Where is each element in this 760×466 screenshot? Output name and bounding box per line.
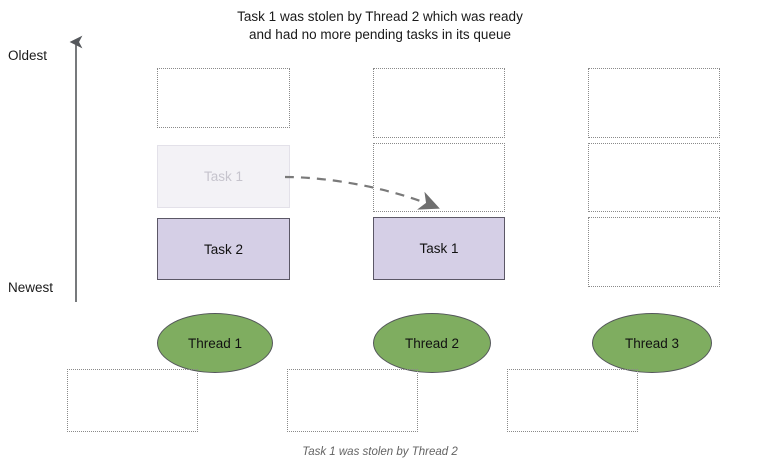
task-card-label: Task 1 [203, 169, 244, 184]
task-card[interactable]: Task 1 [373, 217, 505, 280]
thread-node[interactable]: Thread 1 [157, 313, 273, 373]
queue-slot-empty [157, 68, 290, 128]
queue-slot-empty [373, 143, 505, 212]
queue-slot-empty [588, 68, 720, 138]
queue-slot-empty [588, 143, 720, 212]
task-card[interactable]: Task 2 [157, 218, 290, 280]
queue-slot-empty [588, 217, 720, 287]
thread-label: Thread 3 [624, 335, 680, 351]
queue-slot-empty [507, 369, 638, 432]
queue-slot-empty [67, 369, 198, 432]
axis-label-newest: Newest [8, 280, 54, 295]
diagram-title: Task 1 was stolen by Thread 2 which was … [237, 9, 523, 42]
task-card-label: Task 2 [203, 241, 244, 257]
axis-label-oldest: Oldest [8, 48, 48, 63]
task-card-ghost[interactable]: Task 1 [157, 145, 290, 208]
thread-label: Thread 1 [187, 335, 243, 351]
figure-caption: Task 1 was stolen by Thread 2 [302, 446, 458, 458]
queue-slot-empty [373, 68, 505, 138]
thread-label: Thread 2 [404, 335, 460, 351]
thread-node[interactable]: Thread 2 [373, 313, 491, 373]
queue-slot-empty [287, 369, 418, 432]
task-card-label: Task 1 [419, 241, 459, 256]
thread-node[interactable]: Thread 3 [592, 313, 712, 373]
